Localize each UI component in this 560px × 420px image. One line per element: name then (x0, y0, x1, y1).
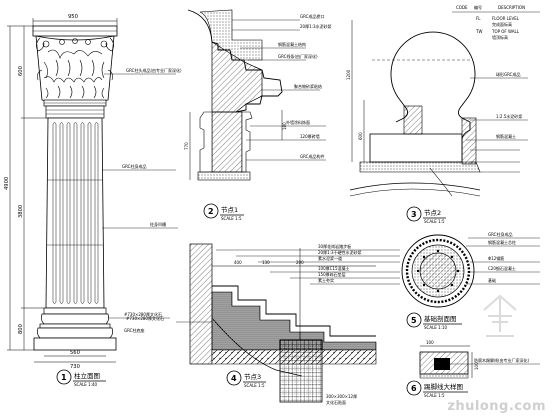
node2-scale: SCALE 1:5 (424, 219, 445, 224)
node1-note-5: 聚合物砂浆粘结 (294, 83, 322, 89)
node3-title: 节点3 (244, 373, 261, 381)
zhulong-logo (483, 294, 517, 337)
base-section-scale: SCALE 1:10 (424, 325, 448, 330)
column-plinth (33, 337, 117, 351)
column-elevation-scale: SCALE 1:40 (74, 382, 98, 387)
detail6-note: 防腐木踢脚线(由专业厂家深化) (474, 357, 530, 363)
note-capital: GRC柱头成品(由专业厂家深化) (126, 67, 182, 73)
legend-tw-desc: TOP OF WALL (491, 29, 520, 34)
node3-scale: SCALE 1:5 (244, 383, 265, 388)
node3-dim-2: 130 (262, 260, 270, 265)
skirting-detail: 100 100 防腐木踢脚线(由专业厂家深化) 6 踢脚线大样图 SCALE 1… (406, 340, 540, 398)
texture-note-1: 300×300×12厚 (326, 394, 357, 399)
node1-scale: SCALE 1:5 (221, 216, 242, 221)
note-shaft: GRC柱身成品 (122, 163, 146, 169)
node1-note-4: GRC线条(由厂家深化) (278, 53, 318, 59)
node2-note-3: 钢筋混凝土 (496, 133, 516, 139)
node2-note-2: 1:2.5水泥砂浆 (496, 113, 522, 119)
node3-note-6: 素土夯实 (318, 277, 334, 283)
node3-wall (189, 243, 213, 365)
dim-bottom-2: 730 (70, 364, 80, 370)
node3-detail: 400 130 200 30厚花岗岩踏步板 20厚1:3干硬性水泥砂浆 素水泥浆… (126, 243, 400, 405)
base-section-number: 5 (411, 316, 417, 325)
node1-detail: 770 180 GRC成品檐口 20厚1:3水泥砂浆 钢筋混凝土结构 GRC线条… (184, 9, 332, 221)
node1-note-3: 钢筋混凝土结构 (278, 41, 306, 47)
legend-code-header: CODE (456, 5, 468, 10)
node3-dim-1: 400 (234, 260, 242, 265)
base-note-3: Φ12钢筋 (488, 255, 504, 261)
detail6-scale: SCALE 1:5 (424, 393, 445, 398)
base-note-2: 钢筋混凝土芯柱 (488, 239, 516, 245)
node1-title: 节点1 (221, 206, 238, 214)
column-elevation-number: 1 (61, 373, 67, 382)
node2-dim-1: 1200 (346, 69, 351, 80)
node1-note-7: 120厚砖墙 (300, 133, 320, 139)
node2-legend: CODE 编号 DESCRIPTION FL FLOOR LEVEL 完成面标高… (452, 4, 540, 40)
node1-note-8: GRC成品构件 (300, 153, 324, 159)
node2-dim-2: 600 (358, 132, 363, 140)
node1-wall (211, 111, 243, 173)
node1-number: 2 (208, 207, 214, 216)
base-section-detail: GRC柱身成品 钢筋混凝土芯柱 Φ12钢筋 C20细石混凝土 基础 5 基础剖面… (401, 231, 540, 330)
rebar-dots (416, 249, 460, 293)
base-note-1: GRC柱身成品 (488, 231, 512, 237)
legend-cn-header: 编号 (474, 4, 482, 10)
acanthus-leaves (36, 37, 114, 99)
node1-dim-1: 770 (184, 142, 189, 150)
node3-note-3: 素水泥浆一道 (318, 255, 342, 261)
detail6-dim-2: 100 (474, 362, 479, 370)
column-flutes (52, 122, 99, 304)
legend-fl-cn: 完成面标高 (492, 21, 512, 27)
node3-number: 4 (231, 374, 237, 383)
column-elevation: 950 (4, 14, 182, 387)
legend-fl-code: FL (476, 16, 481, 21)
dim-left-total: 4900 (4, 177, 10, 190)
dim-left-shaft: 3800 (18, 205, 24, 218)
node3-stair-profile (212, 285, 376, 337)
node2-detail: CODE 编号 DESCRIPTION FL FLOOR LEVEL 完成面标高… (346, 4, 540, 224)
node3-note-1: 30厚花岗岩踏步板 (318, 243, 351, 249)
legend-fl-desc: FLOOR LEVEL (492, 16, 520, 21)
detail6-number: 6 (411, 384, 417, 393)
node1-note-2: 20厚1:3水泥砂浆 (300, 23, 332, 29)
dim-bottom-1: 560 (70, 350, 80, 356)
legend-desc-header: DESCRIPTION (498, 5, 525, 10)
node3-note-2: 20厚1:3干硬性水泥砂浆 (318, 249, 362, 255)
detail6-title: 踢脚线大样图 (424, 382, 463, 391)
note-flute: 柱身凹槽 (150, 221, 166, 227)
base-note-5: 基础 (488, 277, 496, 283)
legend-tw-code: TW (475, 29, 482, 34)
node2-number: 3 (411, 210, 417, 219)
node3-dim-3: 200 (296, 260, 304, 265)
base-section-title: 基础剖面图 (424, 314, 457, 323)
column-elevation-title: 柱立面图 (74, 371, 100, 380)
dim-top-width: 950 (68, 14, 78, 20)
watermark-text: zhulong.com (447, 399, 546, 414)
node3-note-5: 150厚碎石垫层 (318, 271, 346, 277)
detail6-dim-1: 100 (426, 340, 434, 345)
node3-note-4: 100厚C15混凝土 (318, 265, 350, 271)
note-stone: #730×280厚文化石 (124, 311, 162, 317)
node2-title: 节点2 (424, 209, 441, 217)
node1-note-6: 外墙涂料饰面 (286, 119, 310, 125)
node2-note-1: 球形GRC成品 (496, 71, 520, 77)
texture-note-2: 文化石贴面 (326, 399, 346, 405)
node1-note-1: GRC成品檐口 (300, 13, 324, 19)
base-note-4: C20细石混凝土 (488, 265, 516, 271)
dim-left-capital: 600 (18, 66, 24, 76)
note-base: GRC柱底座 (124, 327, 144, 333)
column-shaft (45, 117, 105, 309)
legend-tw-cn: 墙顶标高 (492, 34, 508, 40)
node3-note-7: #730×280厚文化石 (126, 315, 164, 321)
base-section-core (419, 252, 457, 290)
dim-left-base: 800 (18, 324, 24, 334)
